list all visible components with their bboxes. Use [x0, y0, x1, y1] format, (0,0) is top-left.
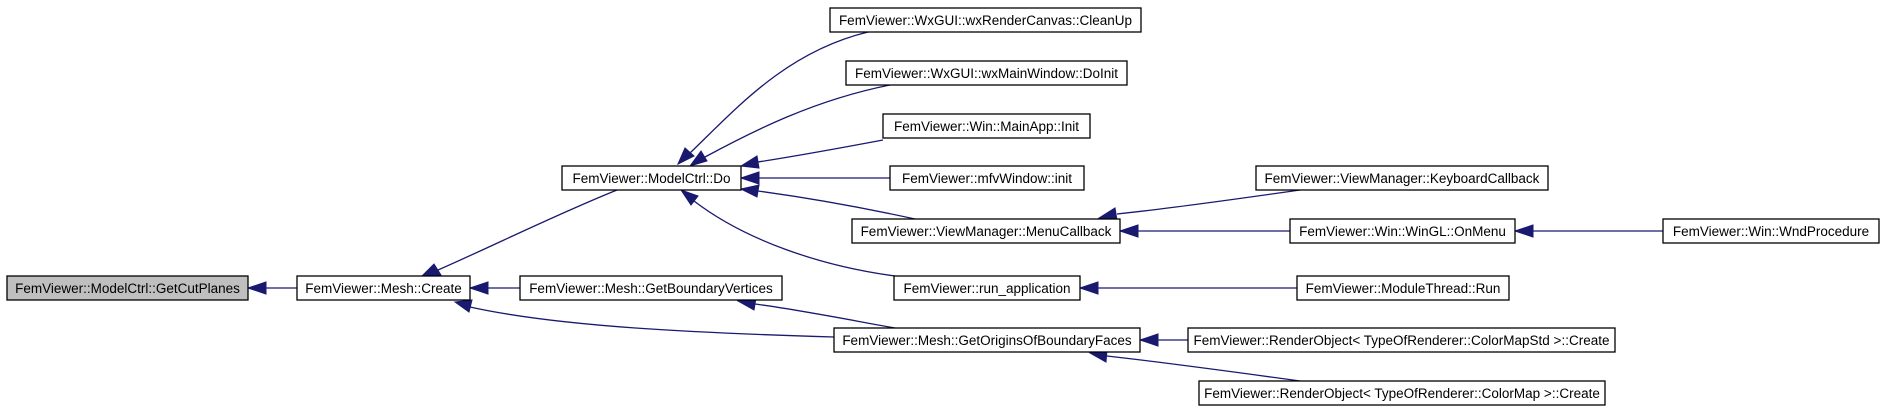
edge-line: [437, 189, 618, 271]
edge-line: [754, 303, 896, 329]
node-wingl_onmenu[interactable]: FemViewer::Win::WinGL::OnMenu: [1289, 218, 1516, 244]
arrowhead-icon: [420, 263, 442, 277]
node-ro_colormapstd[interactable]: FemViewer::RenderObject< TypeOfRenderer:…: [1187, 327, 1616, 353]
arrowhead-icon: [1138, 333, 1159, 347]
arrowhead-icon: [739, 184, 760, 198]
edge-wndprocedure-to-wingl_onmenu: [1513, 224, 1663, 238]
edge-mfv_init-to-modelctrl_do: [739, 171, 890, 185]
edge-modelctrl_do-to-mesh_create: [420, 189, 618, 277]
node-label: FemViewer::ModelCtrl::Do: [572, 171, 730, 186]
edge-menucallback-to-modelctrl_do: [739, 184, 916, 220]
edge-getorigins-to-mesh_create: [453, 299, 835, 338]
node-box[interactable]: [851, 218, 1121, 244]
edge-cleanup-to-modelctrl_do: [676, 31, 869, 166]
edge-doinit-to-modelctrl_do: [688, 84, 891, 167]
node-box[interactable]: [1255, 165, 1549, 191]
node-label: FemViewer::Mesh::GetBoundaryVertices: [529, 281, 773, 296]
edge-getorigins-to-getboundaryvertices: [736, 297, 896, 329]
node-mainapp_init[interactable]: FemViewer::Win::MainApp::Init: [882, 113, 1091, 139]
node-label: FemViewer::Mesh::GetOriginsOfBoundaryFac…: [842, 333, 1132, 348]
edges-layer: [246, 31, 1663, 382]
node-label: FemViewer::WxGUI::wxRenderCanvas::CleanU…: [839, 13, 1132, 28]
edge-line: [1106, 355, 1301, 382]
node-label: FemViewer::RenderObject< TypeOfRenderer:…: [1194, 333, 1610, 348]
node-mfv_init[interactable]: FemViewer::mfvWindow::init: [889, 165, 1085, 191]
node-box[interactable]: [845, 60, 1128, 86]
node-label: FemViewer::ModelCtrl::GetCutPlanes: [15, 281, 240, 296]
node-menucallback[interactable]: FemViewer::ViewManager::MenuCallback: [851, 218, 1121, 244]
node-label: FemViewer::Win::WndProcedure: [1673, 224, 1869, 239]
arrowhead-icon: [453, 299, 473, 313]
edge-keyboardcallback-to-menucallback: [1097, 189, 1301, 221]
node-box[interactable]: [6, 275, 249, 301]
node-box[interactable]: [561, 165, 742, 191]
arrowhead-icon: [1097, 207, 1118, 221]
node-label: FemViewer::mfvWindow::init: [902, 171, 1072, 186]
node-label: FemViewer::ViewManager::MenuCallback: [861, 224, 1112, 239]
arrowhead-icon: [688, 150, 708, 167]
edge-run_application-to-modelctrl_do: [679, 189, 896, 277]
node-box[interactable]: [1662, 218, 1880, 244]
edge-wingl_onmenu-to-menucallback: [1118, 224, 1290, 238]
arrowhead-icon: [679, 189, 699, 206]
node-box[interactable]: [1289, 218, 1516, 244]
node-box[interactable]: [833, 327, 1141, 353]
node-box[interactable]: [296, 275, 471, 301]
node-label: FemViewer::ViewManager::KeyboardCallback: [1265, 171, 1540, 186]
node-box[interactable]: [893, 275, 1081, 301]
edge-ro_colormapstd-to-getorigins: [1138, 333, 1188, 347]
node-modulethread_run[interactable]: FemViewer::ModuleThread::Run: [1296, 275, 1510, 301]
node-label: FemViewer::run_application: [903, 281, 1070, 296]
node-cleanup[interactable]: FemViewer::WxGUI::wxRenderCanvas::CleanU…: [829, 7, 1142, 33]
node-ro_colormap[interactable]: FemViewer::RenderObject< TypeOfRenderer:…: [1198, 380, 1606, 406]
edge-line: [1116, 189, 1301, 215]
edge-line: [689, 31, 869, 154]
node-label: FemViewer::WxGUI::wxMainWindow::DoInit: [855, 66, 1118, 81]
edge-ro_colormap-to-getorigins: [1088, 349, 1301, 382]
edge-line: [757, 190, 916, 220]
node-label: FemViewer::RenderObject< TypeOfRenderer:…: [1204, 386, 1600, 401]
node-box[interactable]: [882, 113, 1091, 139]
node-box[interactable]: [889, 165, 1085, 191]
arrowhead-icon: [246, 281, 267, 295]
node-label: FemViewer::Win::WinGL::OnMenu: [1299, 224, 1506, 239]
node-box[interactable]: [1296, 275, 1510, 301]
node-box[interactable]: [519, 275, 783, 301]
node-label: FemViewer::ModuleThread::Run: [1306, 281, 1501, 296]
edge-line: [469, 306, 835, 338]
edge-getboundaryvertices-to-mesh_create: [468, 281, 520, 295]
node-getcutplanes[interactable]: FemViewer::ModelCtrl::GetCutPlanes: [6, 275, 249, 301]
node-getboundaryvertices[interactable]: FemViewer::Mesh::GetBoundaryVertices: [519, 275, 783, 301]
edge-line: [693, 200, 896, 277]
arrowhead-icon: [739, 171, 760, 185]
arrowhead-icon: [1078, 281, 1099, 295]
edge-mainapp_init-to-modelctrl_do: [739, 139, 884, 169]
node-modelctrl_do[interactable]: FemViewer::ModelCtrl::Do: [561, 165, 742, 191]
arrowhead-icon: [1118, 224, 1139, 238]
node-box[interactable]: [1187, 327, 1616, 353]
node-box[interactable]: [1198, 380, 1606, 406]
node-label: FemViewer::Win::MainApp::Init: [894, 119, 1079, 134]
edge-line: [757, 139, 884, 163]
node-wndprocedure[interactable]: FemViewer::Win::WndProcedure: [1662, 218, 1880, 244]
node-label: FemViewer::Mesh::Create: [305, 281, 462, 296]
edge-line: [704, 84, 891, 158]
arrowhead-icon: [1513, 224, 1534, 238]
arrowhead-icon: [739, 155, 760, 169]
arrowhead-icon: [676, 147, 695, 166]
node-run_application[interactable]: FemViewer::run_application: [893, 275, 1081, 301]
node-mesh_create[interactable]: FemViewer::Mesh::Create: [296, 275, 471, 301]
node-doinit[interactable]: FemViewer::WxGUI::wxMainWindow::DoInit: [845, 60, 1128, 86]
node-box[interactable]: [829, 7, 1142, 33]
node-keyboardcallback[interactable]: FemViewer::ViewManager::KeyboardCallback: [1255, 165, 1549, 191]
arrowhead-icon: [468, 281, 489, 295]
edge-mesh_create-to-getcutplanes: [246, 281, 297, 295]
edge-modulethread_run-to-run_application: [1078, 281, 1297, 295]
node-getorigins[interactable]: FemViewer::Mesh::GetOriginsOfBoundaryFac…: [833, 327, 1141, 353]
